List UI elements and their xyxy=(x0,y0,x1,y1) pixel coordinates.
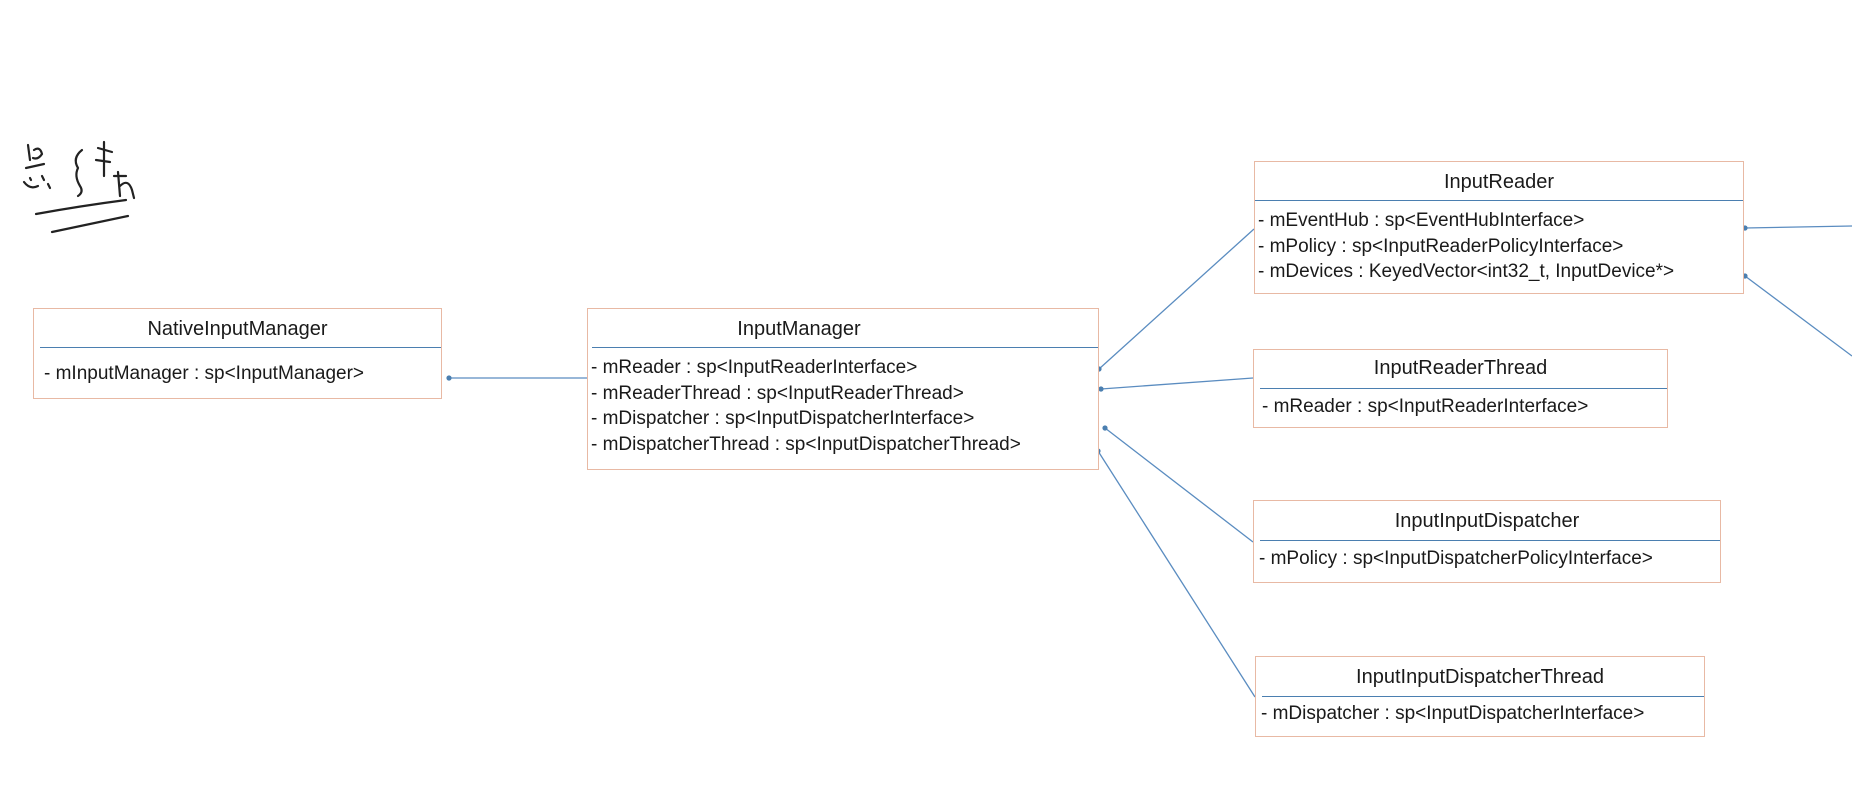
class-attributes: - mEventHub : sp<EventHubInterface> - mP… xyxy=(1258,208,1739,285)
class-box-input-reader-thread[interactable]: InputReaderThread - mReader : sp<InputRe… xyxy=(1253,349,1668,428)
class-box-input-input-dispatcher-thread[interactable]: InputInputDispatcherThread - mDispatcher… xyxy=(1255,656,1705,737)
class-box-input-input-dispatcher[interactable]: InputInputDispatcher - mPolicy : sp<Inpu… xyxy=(1253,500,1721,583)
class-title: InputManager xyxy=(737,318,861,340)
link-manager-to-reader xyxy=(1098,228,1255,370)
class-attributes: - mReader : sp<InputReaderInterface> xyxy=(1262,394,1663,420)
link-reader-offscreen-2 xyxy=(1744,275,1852,357)
class-attribute: - mReaderThread : sp<InputReaderThread> xyxy=(591,382,964,404)
class-attribute: - mReader : sp<InputReaderInterface> xyxy=(1262,396,1589,417)
class-separator xyxy=(1260,540,1720,541)
link-manager-to-dispatcher xyxy=(1104,427,1254,543)
class-attribute: - mPolicy : sp<InputDispatcherPolicyInte… xyxy=(1259,548,1653,569)
class-title: InputReader xyxy=(1443,171,1555,193)
class-attribute: - mDispatcherThread : sp<InputDispatcher… xyxy=(591,433,1021,455)
class-separator xyxy=(1262,696,1704,697)
class-separator xyxy=(592,347,1098,348)
link-native-to-manager-end xyxy=(446,375,452,381)
link-reader-offscreen-1 xyxy=(1744,225,1852,229)
class-title: InputInputDispatcher xyxy=(1394,510,1580,532)
class-attribute: - mDevices : KeyedVector<int32_t, InputD… xyxy=(1258,261,1675,282)
class-attributes: - mReader : sp<InputReaderInterface> - m… xyxy=(591,355,1094,457)
class-attribute: - mDispatcher : sp<InputDispatcherInterf… xyxy=(591,408,975,429)
link-manager-to-dispatcher-thread xyxy=(1097,450,1256,698)
class-attribute: - mDispatcher : sp<InputDispatcherInterf… xyxy=(1261,703,1645,724)
class-box-input-manager[interactable]: InputManager - mReader : sp<InputReaderI… xyxy=(587,308,1099,470)
class-separator xyxy=(1260,388,1667,389)
handwritten-note-scribble xyxy=(22,140,136,234)
class-title: InputReaderThread xyxy=(1373,357,1548,379)
class-attributes: - mPolicy : sp<InputDispatcherPolicyInte… xyxy=(1259,546,1716,572)
link-manager-to-reader-thread xyxy=(1100,377,1254,390)
link-manager-to-dispatcher-end xyxy=(1102,425,1108,431)
class-separator xyxy=(40,347,441,348)
class-box-native-input-manager[interactable]: NativeInputManager - mInputManager : sp<… xyxy=(33,308,442,399)
class-attributes: - mDispatcher : sp<InputDispatcherInterf… xyxy=(1261,701,1700,727)
class-attribute: - mEventHub : sp<EventHubInterface> xyxy=(1258,210,1585,231)
class-title: NativeInputManager xyxy=(147,318,328,340)
class-attributes: - mInputManager : sp<InputManager> xyxy=(44,361,437,387)
class-separator xyxy=(1255,200,1743,201)
link-manager-to-reader-thread-end xyxy=(1098,386,1104,392)
class-title: InputInputDispatcherThread xyxy=(1356,666,1604,688)
class-attribute: - mPolicy : sp<InputReaderPolicyInterfac… xyxy=(1258,235,1624,257)
class-attribute: - mInputManager : sp<InputManager> xyxy=(44,363,365,384)
class-box-input-reader[interactable]: InputReader - mEventHub : sp<EventHubInt… xyxy=(1254,161,1744,294)
class-attribute: - mReader : sp<InputReaderInterface> xyxy=(591,357,918,378)
